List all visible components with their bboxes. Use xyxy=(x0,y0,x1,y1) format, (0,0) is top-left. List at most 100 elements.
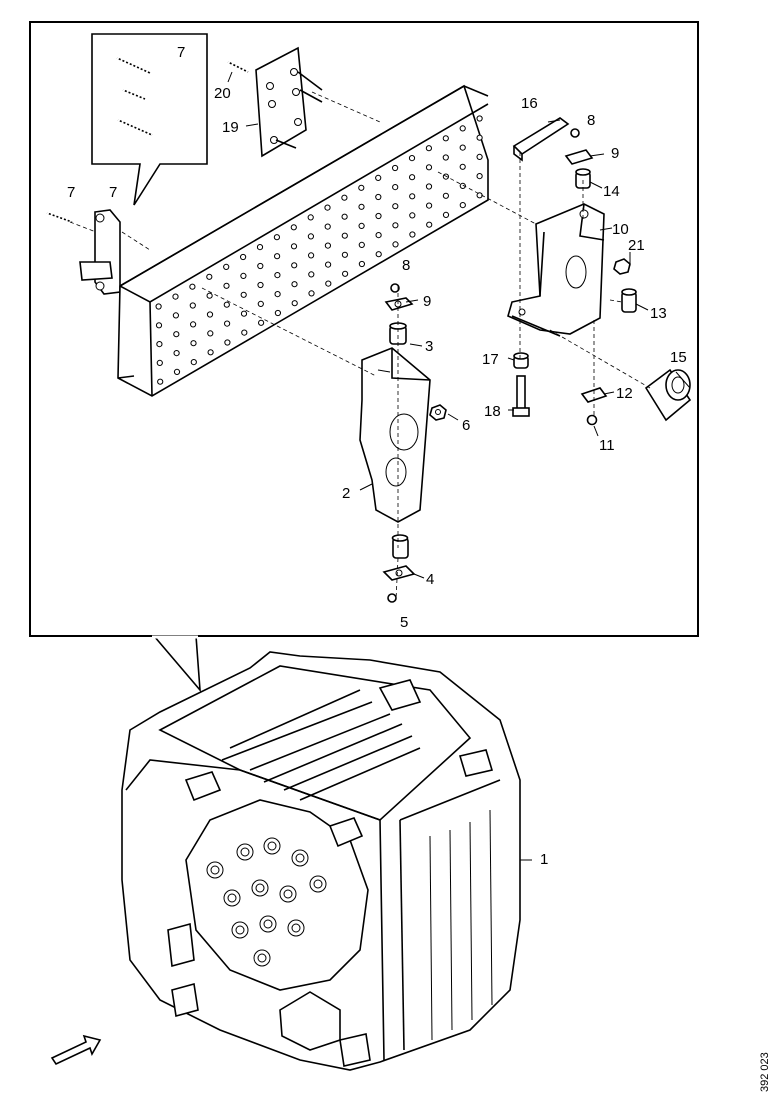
perforation-hole xyxy=(207,330,214,337)
perforation-hole xyxy=(257,262,264,270)
perforation-hole xyxy=(409,212,416,219)
perforation-hole xyxy=(426,202,433,209)
perforation-hole xyxy=(307,214,314,221)
stud-bolt-20 xyxy=(227,60,249,74)
front-panel-hole-inner xyxy=(227,893,237,903)
washer-9-mid xyxy=(384,297,414,311)
front-panel-hole-inner xyxy=(291,923,301,933)
perforation-hole xyxy=(274,291,281,298)
perforation-hole xyxy=(172,312,179,319)
perforation-hole xyxy=(325,261,332,268)
callout-13: 13 xyxy=(650,305,667,322)
perforation-hole xyxy=(409,174,416,181)
perforation-hole xyxy=(459,163,466,170)
callout-14: 14 xyxy=(603,183,620,200)
perforation-hole xyxy=(375,174,382,181)
callout-18: 18 xyxy=(484,403,501,420)
perforation-hole xyxy=(308,290,315,297)
perforation-hole xyxy=(358,241,365,248)
callout-9-right: 9 xyxy=(611,145,619,162)
perforation-hole xyxy=(341,213,348,220)
inset-bolt-short xyxy=(122,88,146,101)
washer-4 xyxy=(382,565,416,581)
perforation-hole xyxy=(324,242,331,249)
perforation-hole xyxy=(409,193,416,200)
perforation-hole xyxy=(190,321,197,328)
washer-9-right xyxy=(564,149,594,165)
perforation-hole xyxy=(409,231,416,238)
perforation-hole xyxy=(459,144,466,151)
callout-15: 15 xyxy=(670,349,687,366)
callout-9-mid: 9 xyxy=(423,293,431,310)
perforation-hole xyxy=(223,263,230,270)
perforation-hole xyxy=(341,232,348,239)
nut-5 xyxy=(387,593,397,603)
perforation-hole xyxy=(258,319,265,326)
front-panel-hole-inner xyxy=(210,865,220,875)
callout-4: 4 xyxy=(426,571,434,588)
perforation-hole xyxy=(190,340,197,347)
callout-16: 16 xyxy=(521,95,538,112)
callout-21: 21 xyxy=(628,237,645,254)
front-panel-hole-inner xyxy=(255,883,265,893)
perforation-hole xyxy=(290,224,297,231)
front-panel-hole-inner xyxy=(257,953,267,963)
perforation-hole xyxy=(290,243,298,250)
bushing-14 xyxy=(575,168,591,189)
callout-1: 1 xyxy=(540,851,548,868)
perforation-hole xyxy=(257,281,264,289)
perforation-hole xyxy=(375,232,382,239)
left-bolt xyxy=(46,211,73,224)
perforation-hole xyxy=(425,164,433,171)
perforation-hole xyxy=(155,322,163,329)
perforation-hole xyxy=(392,241,399,248)
sleeve-13 xyxy=(621,288,637,313)
left-bracket xyxy=(79,209,121,295)
perforation-hole xyxy=(291,262,298,269)
perforation-hole xyxy=(173,350,180,357)
perforation-hole xyxy=(392,222,399,229)
perforation-hole xyxy=(459,182,466,189)
front-panel-hole-inner xyxy=(313,879,323,889)
perforation-hole xyxy=(207,349,214,356)
nut-21 xyxy=(613,258,631,275)
perforation-hole xyxy=(240,253,247,261)
inset-bolt-long xyxy=(116,56,151,75)
front-panel-hole-inner xyxy=(283,889,293,899)
perforation-hole xyxy=(408,155,416,162)
perforation-hole xyxy=(291,281,298,288)
perforation-hole xyxy=(442,192,449,199)
callout-12: 12 xyxy=(616,385,633,402)
perforation-hole xyxy=(274,253,281,260)
perforation-hole xyxy=(341,251,348,258)
perforation-hole xyxy=(223,301,230,308)
perforation-hole xyxy=(392,203,399,210)
callout-3: 3 xyxy=(425,338,433,355)
callout-19: 19 xyxy=(222,119,239,136)
perforation-hole xyxy=(476,115,483,122)
front-panel-hole-inner xyxy=(267,841,277,851)
perforation-hole xyxy=(156,359,163,366)
perforation-hole xyxy=(274,272,281,279)
perforation-hole xyxy=(173,331,180,338)
bushing-3 xyxy=(389,322,407,345)
bolt-inset-box xyxy=(91,33,208,206)
assembly-guide-lines xyxy=(69,91,651,601)
perforation-hole xyxy=(324,223,331,230)
leader-lines xyxy=(227,71,691,861)
perforation-hole xyxy=(206,311,214,318)
perforation-hole xyxy=(189,302,196,309)
perforation-hole xyxy=(442,135,449,142)
perforation-hole xyxy=(307,233,314,240)
nut-8-right xyxy=(570,128,580,138)
perforation-hole xyxy=(392,184,399,191)
callout-7-inset: 7 xyxy=(177,44,185,61)
nut-8-mid xyxy=(390,283,400,293)
spacer-17 xyxy=(513,352,529,369)
front-panel-hole-inner xyxy=(235,925,245,935)
perforation-hole xyxy=(375,193,382,201)
perforation-hole xyxy=(392,164,399,172)
perforation-hole xyxy=(206,292,213,299)
perforation-hole xyxy=(325,280,332,287)
